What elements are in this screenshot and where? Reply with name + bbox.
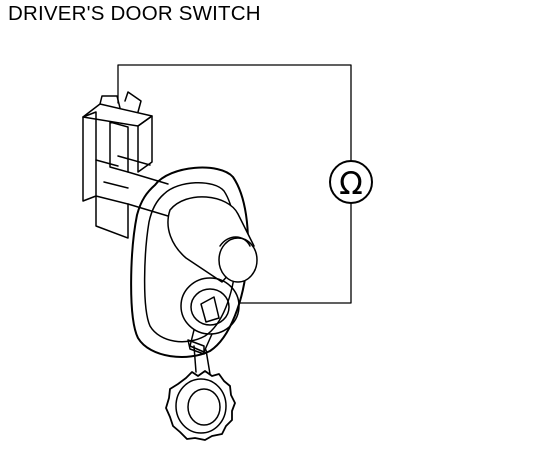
switch-socket [180, 277, 240, 353]
connector-front-face [137, 115, 153, 173]
switch-mounting-plate [130, 166, 249, 358]
socket-terminal [200, 296, 220, 323]
connector-latch [124, 91, 142, 113]
stem-collar [187, 339, 205, 355]
ohm-symbol: Ω [339, 166, 363, 202]
diagram-title: DRIVER'S DOOR SWITCH [8, 2, 261, 25]
connector-rib [95, 159, 129, 189]
test-lead-from-connector [117, 64, 352, 163]
connector-back-face [82, 111, 97, 202]
connector-lock-tab [99, 95, 121, 109]
mounting-plate-outer [130, 166, 249, 358]
mounting-plate-inner [143, 181, 238, 343]
connector-base [95, 195, 129, 239]
stem-right [205, 349, 211, 375]
plunger-tip [218, 237, 258, 283]
socket-ring [180, 277, 240, 335]
cap-rim-teeth [165, 370, 236, 441]
switch-connector [82, 91, 169, 239]
cap-outer [175, 378, 227, 434]
connector-neck [117, 155, 169, 217]
test-lead-from-switch [239, 202, 352, 304]
socket-inner [190, 288, 230, 326]
test-lead-wiring [117, 64, 352, 304]
door-switch-assembly [82, 91, 258, 441]
switch-cap [165, 370, 236, 441]
ohmmeter-symbol: Ω [329, 160, 373, 204]
plunger-highlight [219, 236, 251, 247]
socket-lug [189, 329, 213, 353]
switch-stem [187, 339, 211, 375]
cap-inner [187, 388, 221, 426]
switch-plunger [167, 196, 258, 283]
ohmmeter-circle [329, 160, 373, 204]
